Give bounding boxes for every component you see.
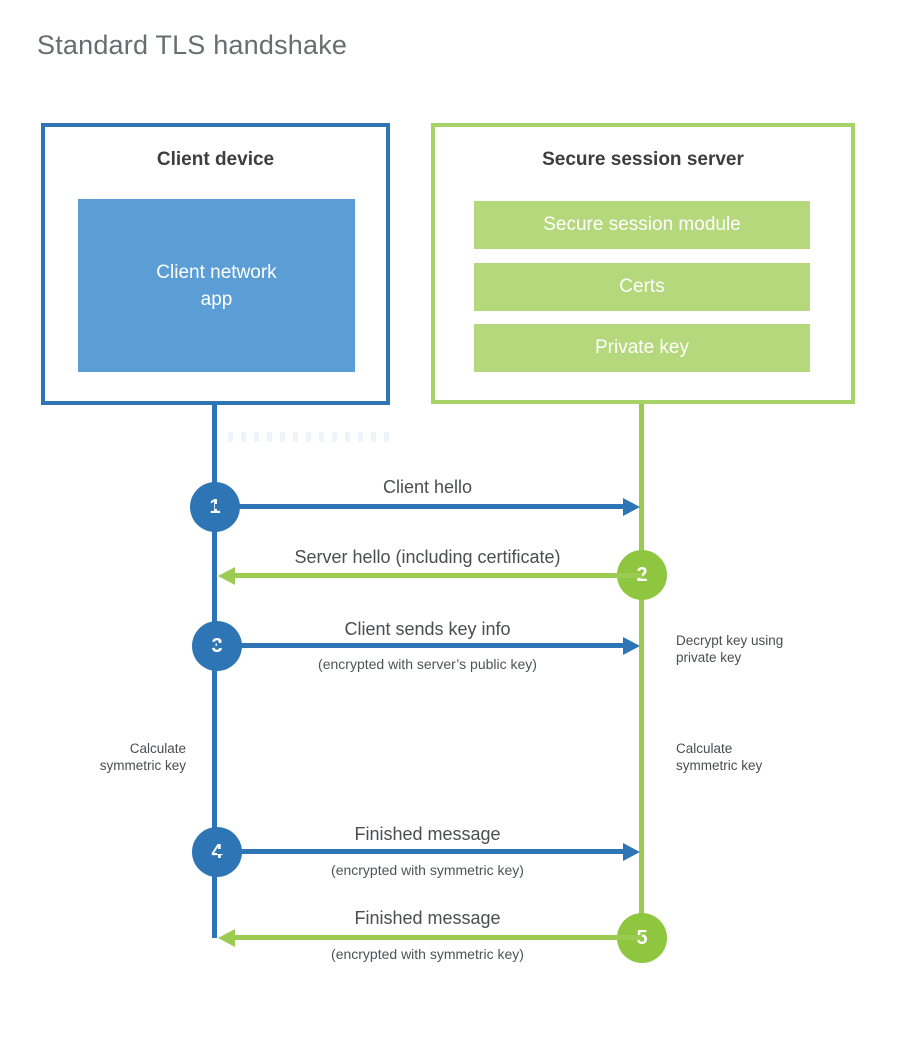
step-5-sublabel: (encrypted with symmetric key) xyxy=(331,946,524,962)
step-5-label: Finished message xyxy=(354,908,501,928)
note-calculate-symmetric-key-server: Calculate symmetric key xyxy=(676,740,762,774)
arrow-3-line xyxy=(217,643,623,648)
client-network-app-block: Client network app xyxy=(78,199,355,372)
step-3-sublabel: (encrypted with server’s public key) xyxy=(318,656,537,672)
page-title: Standard TLS handshake xyxy=(37,30,348,60)
step-3-label: Client sends key info xyxy=(344,619,511,639)
step-4-sublabel: (encrypted with symmetric key) xyxy=(331,862,524,878)
arrow-2-line xyxy=(235,573,642,578)
note-decrypt-line2: private key xyxy=(676,650,742,665)
server-module-bar-secure-session-module: Secure session module xyxy=(474,201,810,249)
client-app-label-line1: Client network xyxy=(156,261,277,283)
step-1-label: Client hello xyxy=(382,477,473,497)
arrow-2-left-arrowhead-icon xyxy=(218,567,235,585)
server-module-bar-private-key: Private key xyxy=(474,324,810,372)
client-device-title: Client device xyxy=(156,149,275,170)
arrow-5-line xyxy=(235,935,642,940)
server-module-bar-certs: Certs xyxy=(474,263,810,311)
note-calc-right-line1: Calculate xyxy=(676,741,733,756)
faint-dashed-artifact xyxy=(228,432,390,442)
step-4-label: Finished message xyxy=(354,824,501,844)
note-decrypt-key: Decrypt key using private key xyxy=(676,632,783,666)
arrow-4-line xyxy=(217,849,623,854)
arrow-1-line xyxy=(215,504,623,509)
arrow-3-right-arrowhead-icon xyxy=(623,637,640,655)
note-calc-right-line2: symmetric key xyxy=(676,758,763,773)
note-calc-left-line2: symmetric key xyxy=(99,758,186,773)
note-calculate-symmetric-key-client: Calculate symmetric key xyxy=(66,740,186,774)
note-calc-left-line1: Calculate xyxy=(129,741,186,756)
server-lifeline xyxy=(639,404,644,916)
step-2-label: Server hello (including certificate) xyxy=(294,547,561,567)
arrow-1-right-arrowhead-icon xyxy=(623,498,640,516)
secure-session-server-title: Secure session server xyxy=(542,149,744,170)
client-lifeline xyxy=(212,405,217,938)
note-decrypt-line1: Decrypt key using xyxy=(676,633,784,648)
arrow-4-right-arrowhead-icon xyxy=(623,843,640,861)
arrow-5-left-arrowhead-icon xyxy=(218,929,235,947)
client-app-label-line2: app xyxy=(200,288,233,310)
